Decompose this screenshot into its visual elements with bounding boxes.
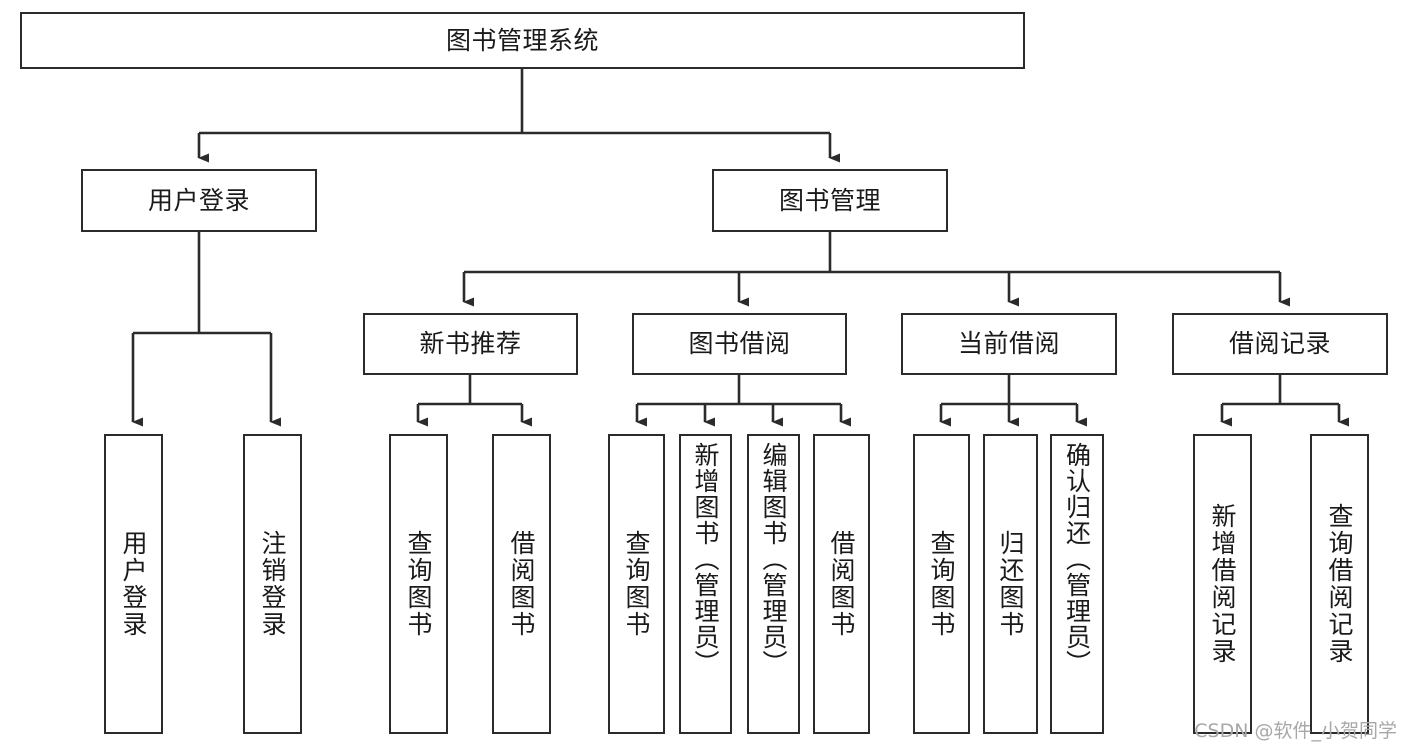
- node-label: 新书推荐: [419, 329, 522, 359]
- node-label: 新增借阅记录: [1208, 503, 1237, 665]
- leaf-borrow-book-recommend[interactable]: 借阅图书: [492, 434, 551, 734]
- node-user-login[interactable]: 用户登录: [81, 169, 317, 232]
- node-label: 当前借阅: [957, 329, 1060, 359]
- node-label: 查询图书: [404, 530, 433, 638]
- node-label: 确认归还（管理员）: [1062, 442, 1092, 676]
- csdn-watermark: CSDN @软件_小贺同学: [1194, 720, 1397, 742]
- leaf-query-book-current[interactable]: 查询图书: [913, 434, 970, 734]
- node-book-management[interactable]: 图书管理: [712, 169, 948, 232]
- node-label: 借阅记录: [1228, 329, 1331, 359]
- node-book-borrowing[interactable]: 图书借阅: [632, 313, 847, 375]
- node-borrowing-record[interactable]: 借阅记录: [1172, 313, 1388, 375]
- node-label: 借阅图书: [507, 530, 536, 638]
- leaf-logout[interactable]: 注销登录: [243, 434, 302, 734]
- node-new-book-recommendation[interactable]: 新书推荐: [363, 313, 578, 375]
- leaf-edit-book-admin[interactable]: 编辑图书（管理员）: [747, 434, 800, 734]
- node-label: 新增图书（管理员）: [691, 442, 720, 676]
- node-root-book-management-system[interactable]: 图书管理系统: [20, 12, 1025, 69]
- node-label: 图书管理系统: [445, 25, 599, 55]
- node-label: 查询图书: [622, 530, 651, 638]
- leaf-borrow-book[interactable]: 借阅图书: [813, 434, 870, 734]
- leaf-confirm-return-admin[interactable]: 确认归还（管理员）: [1050, 434, 1104, 734]
- node-label: 查询借阅记录: [1325, 503, 1354, 665]
- node-label: 编辑图书（管理员）: [759, 442, 788, 676]
- node-label: 归还图书: [996, 530, 1025, 638]
- node-current-borrowing[interactable]: 当前借阅: [901, 313, 1117, 375]
- leaf-return-book[interactable]: 归还图书: [983, 434, 1038, 734]
- node-label: 图书管理: [778, 185, 881, 215]
- node-label: 查询图书: [927, 530, 956, 638]
- node-label: 用户登录: [119, 530, 148, 638]
- leaf-query-book-recommend[interactable]: 查询图书: [389, 434, 448, 734]
- node-label: 用户登录: [147, 185, 250, 215]
- leaf-add-borrow-record[interactable]: 新增借阅记录: [1193, 434, 1252, 734]
- leaf-query-borrow-record[interactable]: 查询借阅记录: [1310, 434, 1369, 734]
- leaf-user-login[interactable]: 用户登录: [104, 434, 163, 734]
- leaf-query-book-borrow[interactable]: 查询图书: [608, 434, 665, 734]
- node-label: 注销登录: [258, 530, 287, 638]
- node-label: 借阅图书: [827, 530, 856, 638]
- leaf-add-book-admin[interactable]: 新增图书（管理员）: [679, 434, 732, 734]
- node-label: 图书借阅: [688, 329, 791, 359]
